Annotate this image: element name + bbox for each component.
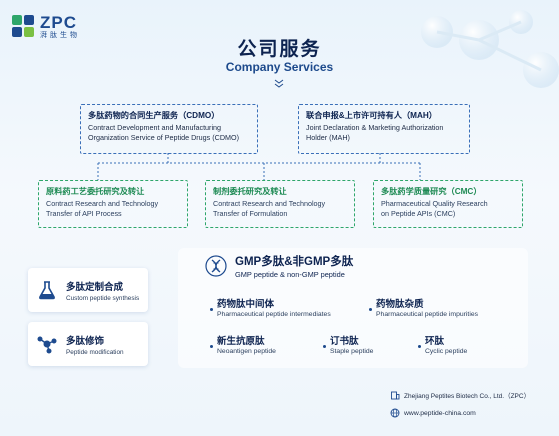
gmp-item-title: 新生抗原肽 bbox=[217, 336, 265, 347]
card-custom-synthesis: 多肽定制合成 Custom peptide synthesis bbox=[28, 268, 148, 312]
gmp-item-subtitle: Pharmaceutical peptide intermediates bbox=[217, 311, 331, 318]
service-desc-line1: Pharmaceutical Quality Research bbox=[381, 199, 488, 209]
service-title: 联合申报&上市许可持有人（MAH） bbox=[306, 111, 437, 120]
gmp-item: 药物肽中间体 Pharmaceutical peptide intermedia… bbox=[210, 296, 331, 318]
dna-icon bbox=[205, 255, 227, 277]
gmp-title: GMP多肽&非GMP多肽 bbox=[235, 256, 354, 268]
bullet-dot bbox=[323, 345, 326, 348]
footer-website-url[interactable]: www.peptide-china.com bbox=[404, 409, 476, 417]
card-subtitle: Peptide modification bbox=[66, 348, 124, 356]
service-title: 多肽药学质量研究（CMC） bbox=[381, 187, 482, 196]
gmp-item-title: 药物肽中间体 bbox=[217, 299, 275, 310]
flask-icon bbox=[39, 281, 55, 300]
gmp-item-subtitle: Pharmaceutical peptide impurities bbox=[376, 311, 479, 318]
service-desc-line2: Organization Service of Peptide Drugs (C… bbox=[88, 132, 239, 142]
card-subtitle: Custom peptide synthesis bbox=[66, 294, 140, 302]
service-title: 多肽药物的合同生产服务（CDMO） bbox=[88, 111, 220, 120]
molecule-icon bbox=[37, 336, 57, 354]
gmp-item-title: 订书肽 bbox=[330, 336, 359, 347]
service-title: 制剂委托研究及转让 bbox=[213, 187, 287, 196]
footer-company: Zhejiang Peptites Biotech Co., Ltd.（ZPC） bbox=[390, 390, 530, 400]
card-title: 多肽修饰 bbox=[66, 335, 105, 347]
footer-company-name: Zhejiang Peptites Biotech Co., Ltd.（ZPC） bbox=[404, 393, 531, 400]
gmp-item: 环肽 Cyclic peptide bbox=[418, 333, 467, 355]
page-title: 公司服务 bbox=[237, 39, 322, 60]
service-desc-line2: Transfer of API Process bbox=[46, 208, 122, 218]
gmp-panel bbox=[178, 248, 528, 368]
brand-name: ZPC bbox=[40, 13, 77, 32]
service-box-formulation: 制剂委托研究及转让 Contract Research and Technolo… bbox=[205, 180, 355, 228]
service-desc-line1: Contract Research and Technology bbox=[46, 199, 159, 209]
globe-icon bbox=[390, 408, 400, 418]
gmp-item-title: 环肽 bbox=[425, 336, 445, 347]
card-title: 多肽定制合成 bbox=[66, 281, 124, 293]
service-box-mah: 联合申报&上市许可持有人（MAH） Joint Declaration & Ma… bbox=[298, 104, 470, 154]
building-icon bbox=[391, 391, 400, 400]
bullet-dot bbox=[369, 308, 372, 311]
gmp-item-subtitle: Staple peptide bbox=[330, 348, 374, 355]
gmp-item-subtitle: Cyclic peptide bbox=[425, 348, 468, 355]
bullet-dot bbox=[418, 345, 421, 348]
gmp-item-subtitle: Neoantigen peptide bbox=[217, 348, 276, 355]
footer-website[interactable]: www.peptide-china.com bbox=[390, 408, 476, 418]
service-box-api: 原料药工艺委托研究及转让 Contract Research and Techn… bbox=[38, 180, 188, 228]
card-peptide-modification: 多肽修饰 Peptide modification bbox=[28, 322, 148, 366]
service-desc-line2: Holder (MAH) bbox=[306, 132, 350, 142]
service-desc-line1: Joint Declaration & Marketing Authorizat… bbox=[306, 123, 444, 133]
logo-mark-icon bbox=[12, 14, 36, 39]
page-subtitle: Company Services bbox=[225, 60, 334, 74]
gmp-item: 订书肽 Staple peptide bbox=[323, 333, 373, 355]
gmp-item: 新生抗原肽 Neoantigen peptide bbox=[210, 333, 276, 355]
bullet-dot bbox=[210, 308, 213, 311]
brand-logo: ZPC 湃肽生物 bbox=[12, 14, 80, 39]
service-box-cdmo: 多肽药物的合同生产服务（CDMO） Contract Development a… bbox=[80, 104, 258, 154]
bullet-dot bbox=[210, 345, 213, 348]
service-title: 原料药工艺委托研究及转让 bbox=[46, 187, 145, 196]
double-chevron-down-icon bbox=[274, 79, 284, 88]
gmp-item: 药物肽杂质 Pharmaceutical peptide impurities bbox=[369, 296, 478, 318]
gmp-header: GMP多肽&非GMP多肽 GMP peptide & non-GMP pepti… bbox=[205, 253, 353, 279]
gmp-item-title: 药物肽杂质 bbox=[376, 299, 424, 310]
service-box-cmc: 多肽药学质量研究（CMC） Pharmaceutical Quality Res… bbox=[373, 180, 523, 228]
service-desc-line2: on Peptide APIs (CMC) bbox=[381, 208, 456, 218]
gmp-subtitle: GMP peptide & non-GMP peptide bbox=[235, 270, 345, 279]
service-desc-line2: Transfer of Formulation bbox=[213, 208, 288, 218]
service-desc-line1: Contract Development and Manufacturing bbox=[88, 123, 222, 133]
service-desc-line1: Contract Research and Technology bbox=[213, 199, 326, 209]
brand-sub: 湃肽生物 bbox=[40, 32, 80, 39]
